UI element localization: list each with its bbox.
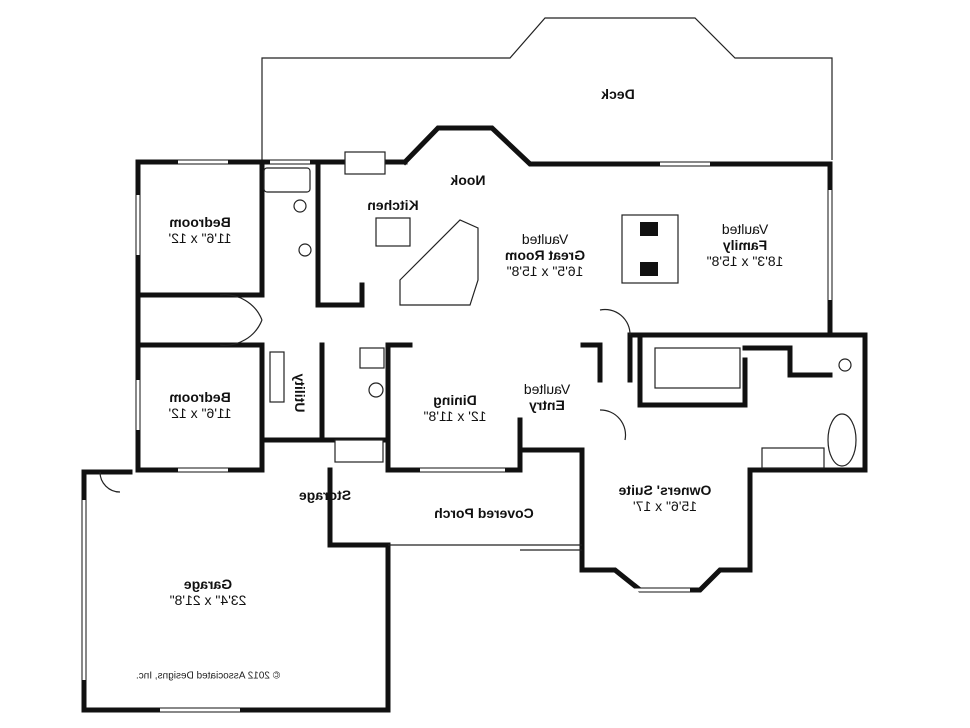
exterior-wall (385, 342, 585, 473)
room-label-utility: Utility (292, 373, 309, 413)
fixtures (99, 151, 857, 493)
room-label-storage: Storage (298, 486, 352, 503)
garage-wall (81, 467, 391, 713)
room-label-covered-porch: Covered Porch (434, 504, 534, 521)
deck-outline (261, 17, 833, 160)
room-label-bedroom-upper: Bedroom 11'6" x 12' (168, 213, 232, 246)
room-label-great-room: Vaulted Great Room 16'5" x 15'8" (504, 230, 586, 280)
room-label-owners-suite: Owners' Suite 15'6" x 17' (618, 481, 712, 514)
room-label-family: Vaulted Family 18'3" x 15'8" (706, 220, 784, 270)
exterior-wall (135, 159, 408, 473)
exterior-wall (579, 332, 868, 593)
room-label-deck: Deck (601, 85, 635, 102)
copyright-notice: © 2012 Associated Designs, Inc. (135, 670, 281, 682)
room-label-dining: Dining 12' x 11'8" (423, 391, 487, 424)
room-label-garage: Garage 23'4" x 21'8" (169, 575, 247, 608)
room-label-bedroom-lower: Bedroom 11'6" x 12' (168, 388, 232, 421)
room-label-kitchen: Kitchen (367, 196, 419, 213)
windows (82, 160, 832, 712)
room-label-entry: Vaulted Entry (523, 380, 571, 413)
room-label-nook: Nook (450, 171, 486, 188)
